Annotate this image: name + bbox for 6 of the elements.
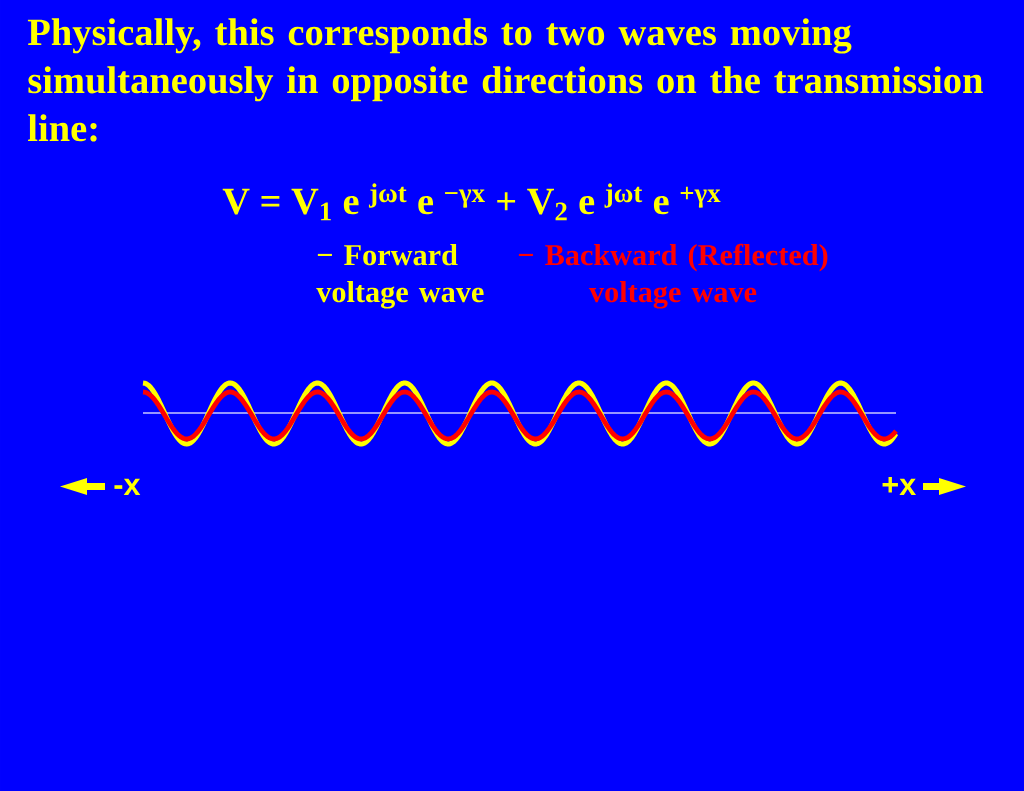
annotation-text: − Forward voltage wave	[316, 244, 484, 309]
axis-label: +x	[882, 477, 916, 495]
axis-label: -x	[114, 478, 141, 495]
annotation-text: − Backward (Reflected) voltage wave	[518, 243, 828, 309]
title-text: Physically, this corresponds to two waves moving simultaneously in opposite directions on the transmission line:	[27, 18, 983, 142]
equation: V = V$_{1}$ e $^{jωt}$ e $^{−γx}$ + V$_{2}$ e $^{jωt}$ e $^{+γx}$	[222, 183, 721, 221]
